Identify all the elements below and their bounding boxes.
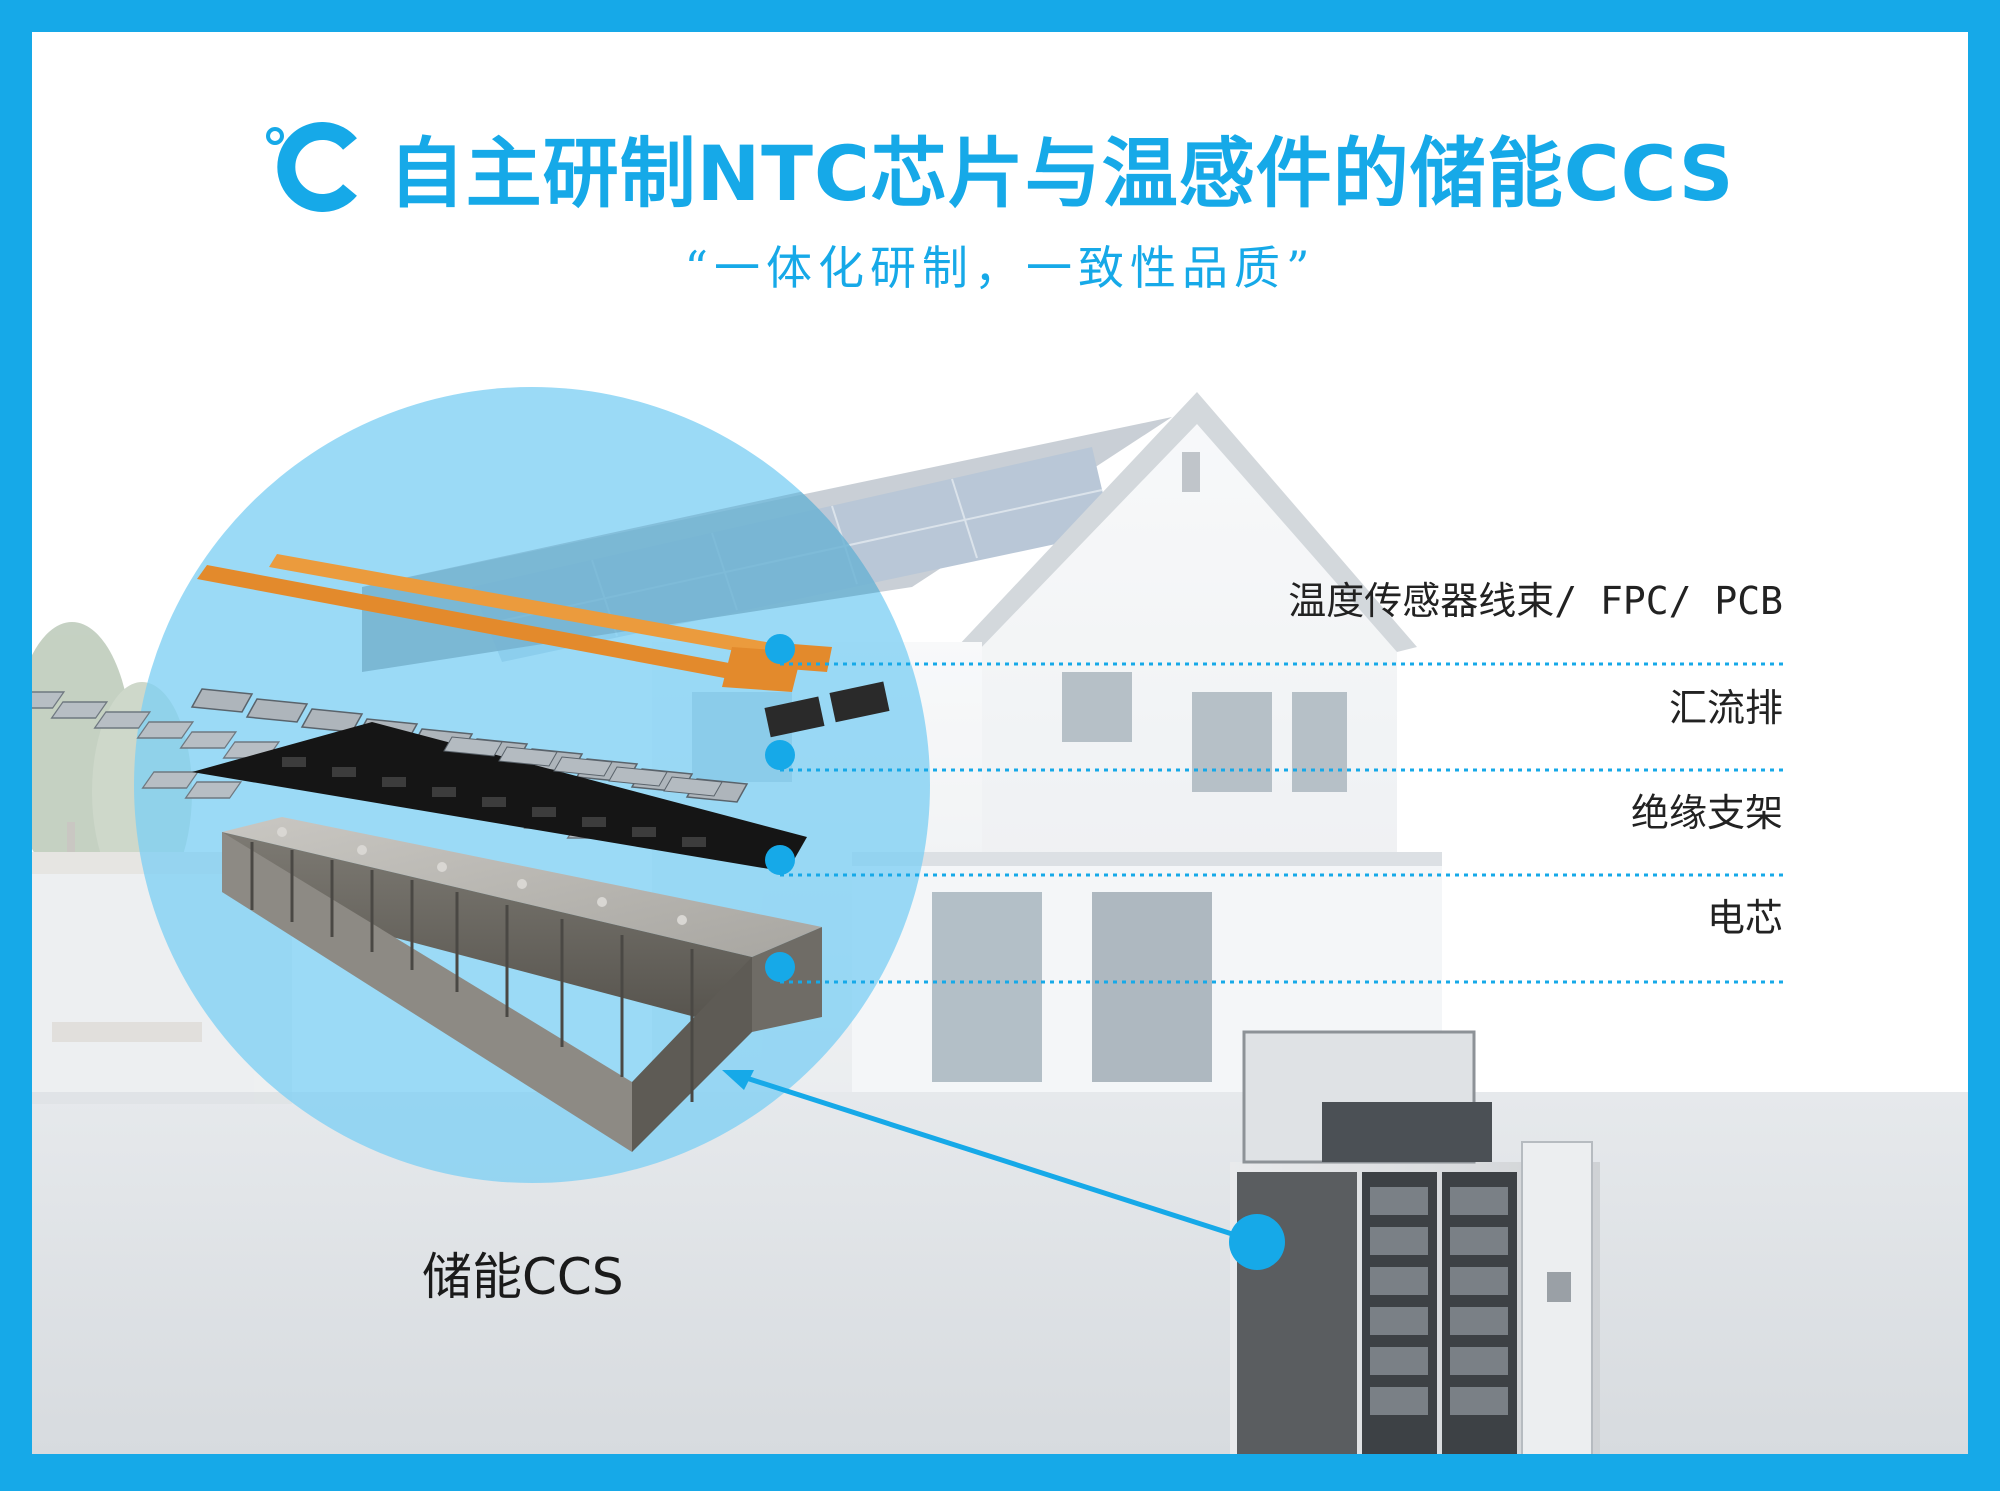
layer-label-cell: 电芯 — [1706, 896, 1783, 940]
scene-illustration — [32, 387, 1783, 1454]
page-subtitle: “一体化研制，一致性品质” — [684, 241, 1316, 295]
product-label: 储能CCS — [422, 1248, 624, 1306]
content-panel: 自主研制NTC芯片与温感件的储能CCS “一体化研制，一致性品质” 温度传感器线… — [32, 32, 1968, 1454]
layer-label-bracket: 绝缘支架 — [1630, 791, 1783, 835]
insulation-bracket — [192, 722, 807, 872]
title-row: 自主研制NTC芯片与温感件的储能CCS — [32, 112, 1968, 222]
layer-marker-cell — [765, 952, 795, 982]
ground-plane — [32, 1092, 1968, 1454]
battery-cells — [222, 817, 822, 1152]
energy-storage-cabinet — [1230, 1030, 1600, 1454]
page-title: 自主研制NTC芯片与温感件的储能CCS — [388, 129, 1735, 218]
layer-marker-bracket — [765, 845, 795, 875]
callout-arrow — [722, 1070, 1285, 1270]
layer-marker-fpc — [765, 634, 795, 664]
layer-label-fpc: 温度传感器线束/ FPC/ PCB — [1288, 579, 1783, 623]
fpc-strips — [197, 554, 890, 738]
layer-marker-busbar — [765, 740, 795, 770]
celsius-c-icon — [266, 122, 358, 212]
layer-label-busbar: 汇流排 — [1668, 686, 1783, 730]
